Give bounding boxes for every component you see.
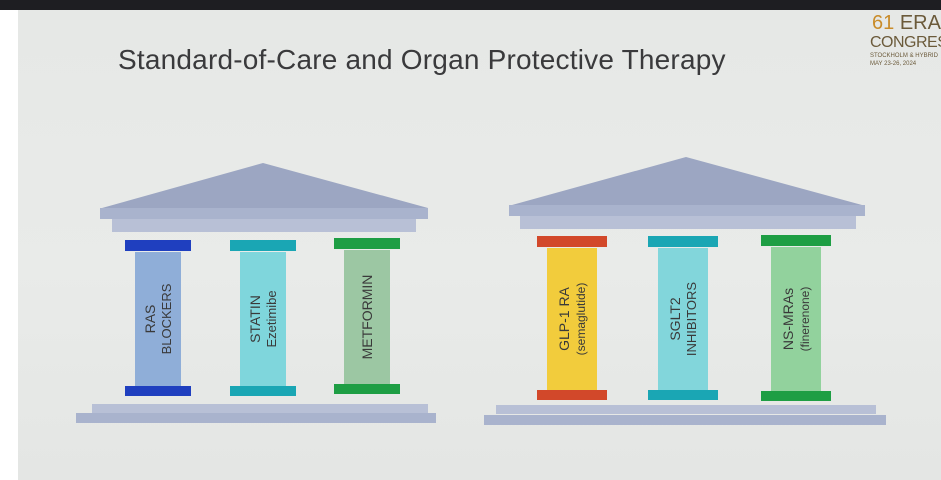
pillar-label: GLP-1 RA(semaglutide) xyxy=(556,283,588,356)
temple-stylobate xyxy=(496,405,876,414)
pillar-label: METFORMIN xyxy=(359,275,375,360)
pillar-shaft xyxy=(658,248,708,390)
pillar-label: STATINEzetimibe xyxy=(247,290,279,347)
era-congress-logo: 61 ERA CONGRES STOCKHOLM & HYBRID MAY 23… xyxy=(870,12,941,67)
pillar-capital xyxy=(334,238,400,249)
pillar-base xyxy=(537,390,607,400)
pillar-base xyxy=(230,386,296,396)
pillar-capital xyxy=(761,235,831,246)
pillar-shaft xyxy=(344,250,390,384)
temple-roof xyxy=(512,157,862,205)
pillar-shaft xyxy=(547,248,597,390)
pillar-shaft xyxy=(771,247,821,391)
pillar-shaft xyxy=(240,252,286,386)
pillar-3: METFORMIN xyxy=(334,238,400,394)
temple-entablature xyxy=(509,205,865,216)
top-bar xyxy=(0,0,941,10)
pillar-label: SGLT2INHIBITORS xyxy=(667,282,699,356)
temple-foundation xyxy=(76,413,436,423)
pillar-capital xyxy=(648,236,718,247)
pillar-capital xyxy=(537,236,607,247)
temple-stylobate xyxy=(92,404,428,413)
pillar-base xyxy=(125,386,191,396)
pillar-2: SGLT2INHIBITORS xyxy=(648,236,718,400)
pillar-3: NS-MRAs(finerenone) xyxy=(761,235,831,401)
pillar-capital xyxy=(230,240,296,251)
pillar-label: NS-MRAs(finerenone) xyxy=(780,287,812,352)
pillar-2: STATINEzetimibe xyxy=(230,240,296,396)
pillar-base xyxy=(761,391,831,401)
temple-architrave xyxy=(520,216,856,229)
pillar-label: RASBLOCKERS xyxy=(142,283,174,354)
slide-title: Standard-of-Care and Organ Protective Th… xyxy=(118,44,726,75)
temple-2: GLP-1 RA(semaglutide) SGLT2INHIBITORS NS-M… xyxy=(484,157,886,425)
pillar-base xyxy=(334,384,400,394)
pillar-shaft xyxy=(135,252,181,386)
temple-foundation xyxy=(484,415,886,425)
pillar-1: RASBLOCKERS xyxy=(125,240,191,396)
temple-architrave xyxy=(112,219,416,232)
temple-roof xyxy=(102,163,428,208)
temple-entablature xyxy=(100,208,428,219)
pillar-1: GLP-1 RA(semaglutide) xyxy=(537,236,607,400)
temple-1: RASBLOCKERS STATINEzetimibe METFORMIN xyxy=(76,163,436,423)
pillar-capital xyxy=(125,240,191,251)
pillar-base xyxy=(648,390,718,400)
